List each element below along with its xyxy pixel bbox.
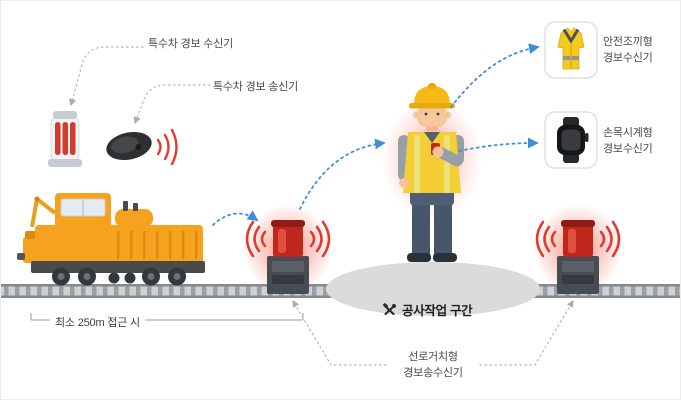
- worker-helmet: [414, 86, 450, 105]
- special-receiver-device: [48, 111, 82, 167]
- left-track-beacon: [242, 202, 334, 298]
- work-zone-text: 공사작업 구간: [402, 304, 473, 318]
- connector-track-label-right: [479, 299, 574, 366]
- vest-receiver-icon: [544, 21, 598, 79]
- train-wheels: [52, 267, 186, 286]
- arrow-worker-to-vest-icon: [450, 43, 540, 108]
- worker-illustration: [382, 83, 482, 262]
- crossed-tools-icon: [382, 302, 396, 315]
- label-vest-receiver: 안전조끼형 경보수신기: [603, 36, 653, 64]
- label-special-vehicle-transmitter: 특수차 경보 송신기: [213, 81, 299, 93]
- connector-transmitter-label: [133, 84, 211, 125]
- connector-track-label-left: [292, 299, 387, 366]
- work-zone-label: 공사작업 구간: [382, 300, 473, 319]
- arrow-worker-to-watch-icon: [458, 137, 539, 152]
- right-track-beacon: [532, 202, 624, 298]
- label-min-distance: 최소 250m 접근 시: [50, 314, 145, 330]
- work-zone-ellipse: [326, 262, 540, 316]
- watch-receiver-icon: [544, 111, 598, 169]
- transmitter-signal-waves: [156, 128, 178, 166]
- label-track-transceiver: 선로거치형 경보송수신기: [403, 351, 463, 379]
- train-illustration: [17, 193, 205, 286]
- special-transmitter-device: [106, 128, 178, 166]
- train-crane-arm: [30, 197, 57, 228]
- connector-receiver-label: [69, 46, 144, 107]
- arrow-train-to-beacon: [212, 210, 259, 226]
- label-special-vehicle-receiver: 특수차 경보 수신기: [148, 38, 234, 50]
- label-watch-receiver: 손목시계형 경보수신기: [603, 127, 653, 155]
- arrow-beacon-to-worker: [299, 138, 386, 210]
